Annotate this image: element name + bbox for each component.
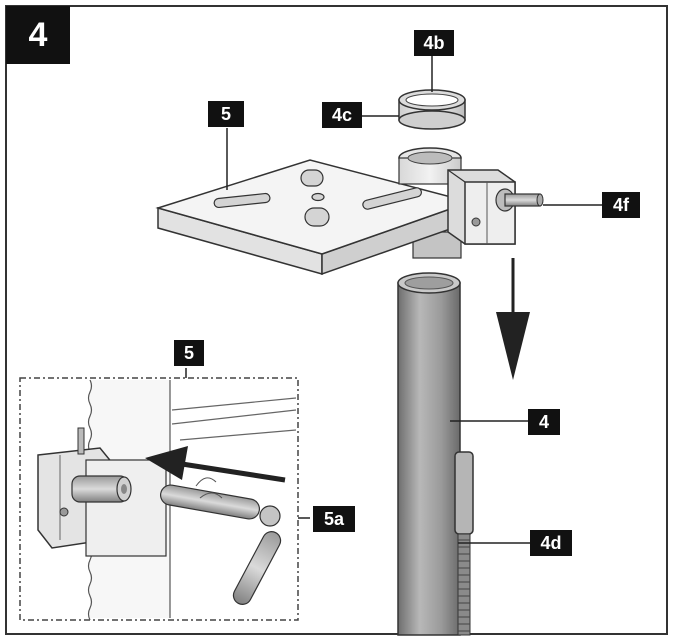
column-4 xyxy=(397,272,461,636)
table-slots xyxy=(213,169,422,227)
outer-frame xyxy=(5,5,668,635)
rack-4d xyxy=(454,451,474,636)
table-5 xyxy=(155,159,473,276)
lever-5a xyxy=(160,477,282,605)
label-4d: 4d xyxy=(530,530,572,556)
label-5-inset: 5 xyxy=(174,340,204,366)
label-4f: 4f xyxy=(602,192,640,218)
label-4c: 4c xyxy=(322,102,362,128)
left-arrow-icon xyxy=(145,446,286,483)
ring-4c xyxy=(398,89,466,130)
step-number-badge: 4 xyxy=(6,6,70,64)
label-5a: 5a xyxy=(313,506,355,532)
clamp-housing xyxy=(398,147,544,245)
inset-detail xyxy=(19,377,299,621)
label-4: 4 xyxy=(528,409,560,435)
leader-lines xyxy=(185,56,603,544)
down-arrow-icon xyxy=(496,258,530,380)
label-4b: 4b xyxy=(414,30,454,56)
label-5-table: 5 xyxy=(208,101,244,127)
